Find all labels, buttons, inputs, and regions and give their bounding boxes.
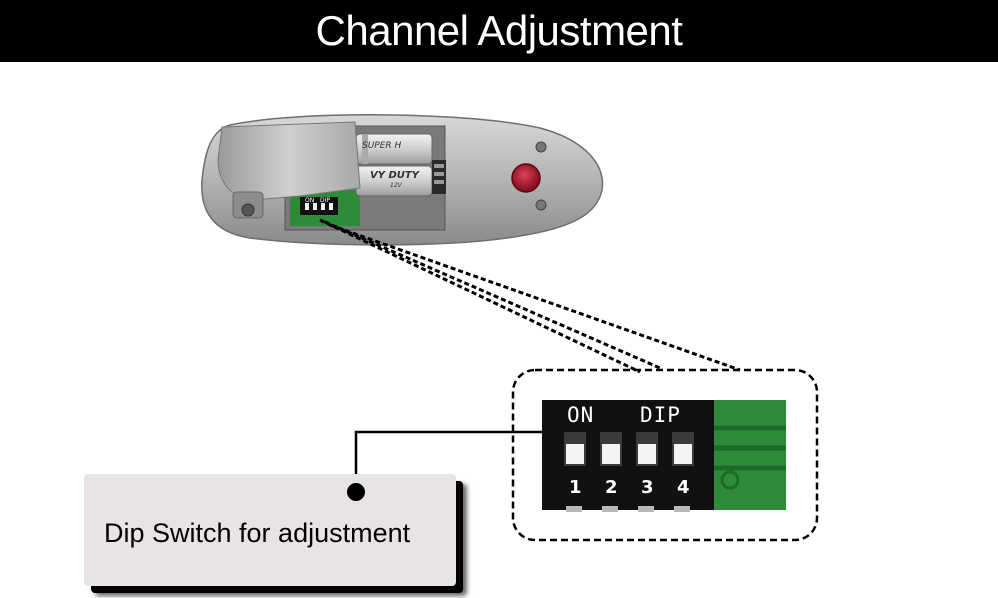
page-title: Channel Adjustment [315,7,683,54]
battery-label-bottom: VY DUTY [370,170,419,181]
zoom-leader-lines [319,218,741,374]
mini-dip-on-label: ON [305,197,315,204]
callout-connector [354,430,545,492]
dip-on-label: ON [567,403,595,427]
dip-switch-closeup [542,400,786,512]
title-bar [0,0,998,62]
mini-dip-dip-label: DIP [320,197,331,204]
battery-voltage: 12V [390,182,402,189]
dip-dip-label: DIP [640,403,681,427]
remote-control [201,114,604,246]
callout-box: Dip Switch for adjustment [84,474,456,586]
dip-number-2: 2 [605,477,618,498]
battery-label-top: SUPER H [362,141,402,151]
red-button [511,163,541,193]
dip-number-1: 1 [569,477,582,498]
dip-number-3: 3 [641,477,654,498]
dip-number-4: 4 [677,477,690,498]
callout-label: Dip Switch for adjustment [104,518,411,548]
zoom-frame [511,368,819,542]
